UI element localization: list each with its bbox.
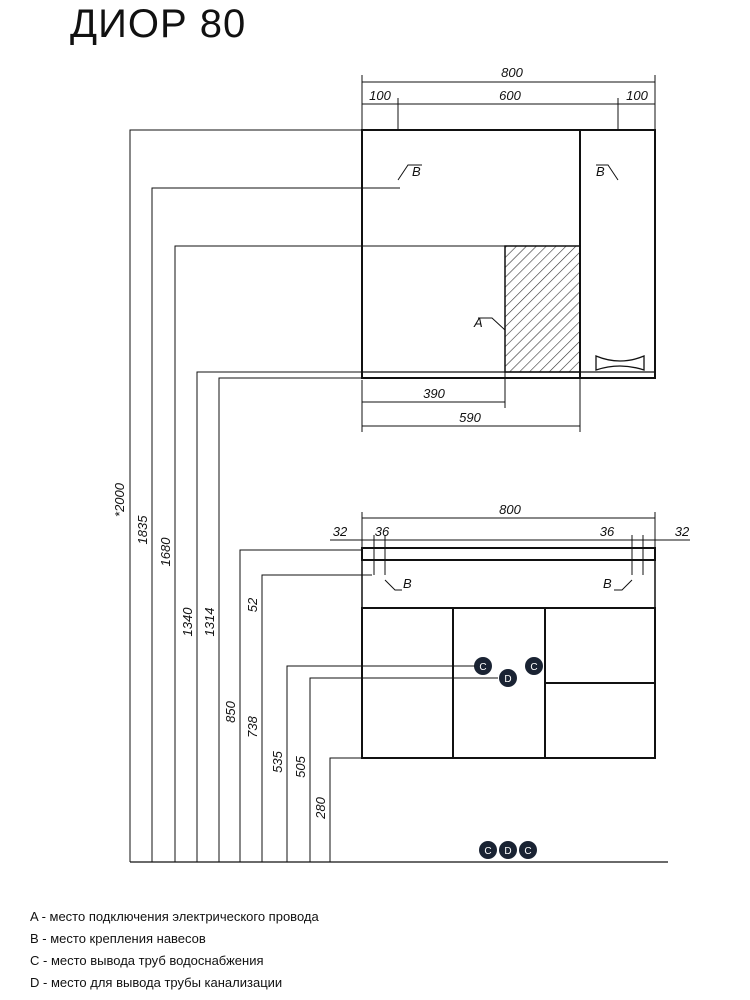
height-280: 280 bbox=[313, 796, 328, 819]
mirror-width-left: 100 bbox=[369, 88, 391, 103]
mirror-width-right: 100 bbox=[626, 88, 648, 103]
marker-c-left-label: C bbox=[479, 662, 486, 673]
height-1340: 1340 bbox=[180, 607, 195, 637]
mirror-mark-b-left: B bbox=[412, 164, 421, 179]
socket-area bbox=[504, 245, 581, 373]
mirror-handle bbox=[595, 355, 645, 371]
mirror-dim-590: 590 bbox=[459, 410, 481, 425]
floor-marker-d bbox=[499, 841, 517, 859]
floor-marker-c-left-label: C bbox=[484, 846, 491, 857]
mirror-mark-b-right: B bbox=[596, 164, 605, 179]
vanity-mark-b-right: B bbox=[603, 576, 612, 591]
mirror-width-total: 800 bbox=[501, 65, 523, 80]
vanity-cabinet bbox=[130, 512, 690, 863]
floor-marker-c-left bbox=[479, 841, 497, 859]
legend-item-b: B - место крепления навесов bbox=[30, 931, 206, 946]
marker-c-right bbox=[525, 657, 543, 675]
height-dimension-lines bbox=[129, 129, 505, 862]
mirror-width-middle: 600 bbox=[499, 88, 521, 103]
vanity-mark-b-left: B bbox=[403, 576, 412, 591]
height-738: 738 bbox=[245, 715, 260, 737]
pipe-markers-floor bbox=[479, 841, 537, 859]
vanity-dim-right-inner: 36 bbox=[600, 524, 615, 539]
marker-d-label: D bbox=[504, 674, 511, 685]
legend-item-a: A - место подключения электрического про… bbox=[30, 909, 319, 924]
dimension-drawing: 800 100 600 100 B B A 390 590 800 32 36 … bbox=[112, 65, 690, 863]
legend: A - место подключения электрического про… bbox=[30, 906, 319, 994]
height-2000: *2000 bbox=[112, 482, 127, 517]
height-1680: 1680 bbox=[158, 537, 173, 567]
marker-c-left bbox=[474, 657, 492, 675]
height-1835: 1835 bbox=[135, 515, 150, 545]
mirror-dim-390: 390 bbox=[423, 386, 445, 401]
marker-d bbox=[499, 669, 517, 687]
pipe-markers-cabinet bbox=[474, 657, 543, 687]
legend-item-d: D - место для вывода трубы канализации bbox=[30, 975, 283, 990]
floor-marker-c-right bbox=[519, 841, 537, 859]
vanity-dim-left-outer: 32 bbox=[333, 524, 348, 539]
height-52: 52 bbox=[245, 597, 260, 612]
height-1314: 1314 bbox=[202, 608, 217, 637]
page-title: ДИОР 80 bbox=[70, 2, 247, 46]
vanity-dim-left-inner: 36 bbox=[375, 524, 390, 539]
mirror-mark-a: A bbox=[473, 315, 483, 330]
legend-item-c: C - место вывода труб водоснабжения bbox=[30, 953, 264, 968]
floor-marker-d-label: D bbox=[504, 846, 511, 857]
marker-c-right-label: C bbox=[530, 662, 537, 673]
height-850: 850 bbox=[223, 700, 238, 722]
height-505: 505 bbox=[293, 755, 308, 777]
vanity-width-total: 800 bbox=[499, 502, 521, 517]
vanity-dim-right-outer: 32 bbox=[675, 524, 690, 539]
floor-marker-c-right-label: C bbox=[524, 846, 531, 857]
mirror-cabinet bbox=[361, 75, 656, 432]
height-535: 535 bbox=[270, 750, 285, 772]
